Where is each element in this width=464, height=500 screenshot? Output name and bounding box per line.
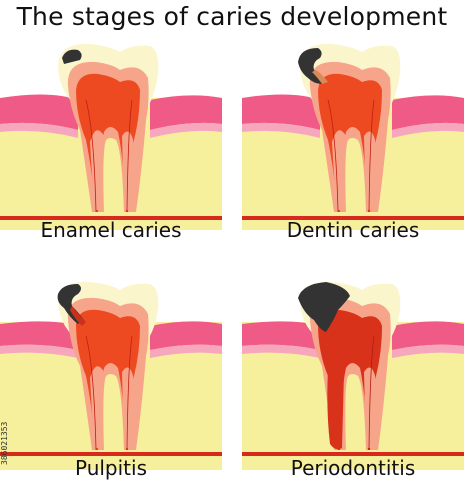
pulp <box>318 73 382 212</box>
inflamed-root <box>327 365 344 450</box>
caption-enamel-caries: Enamel caries <box>40 218 182 242</box>
diagram-title: The stages of caries development <box>16 2 448 31</box>
panel-dentin-caries: Dentin caries <box>242 40 464 260</box>
tooth-illustration <box>0 281 222 470</box>
panel-pulpitis: Pulpitis <box>0 280 222 500</box>
blood-vessel <box>0 216 222 220</box>
blood-vessel <box>0 452 222 456</box>
panel-enamel-caries: Enamel caries <box>0 40 222 260</box>
pulp <box>318 309 382 450</box>
blood-vessel <box>242 216 464 220</box>
tooth-illustration <box>242 43 464 230</box>
caption-periodontitis: Periodontitis <box>290 456 416 480</box>
gum-right <box>392 95 464 130</box>
decay-spot <box>298 282 350 332</box>
caption-dentin-caries: Dentin caries <box>286 218 420 242</box>
pulp <box>76 309 140 450</box>
panel-periodontitis: Periodontitis <box>242 280 464 500</box>
gum-left <box>242 94 320 130</box>
tooth-illustration <box>242 281 464 470</box>
gum-left <box>242 321 320 350</box>
tooth-illustration <box>0 43 222 230</box>
gum-left <box>0 94 78 130</box>
blood-vessel <box>242 452 464 456</box>
gum-right <box>150 95 222 130</box>
gum-right <box>150 321 222 350</box>
gum-right <box>392 321 464 350</box>
pulp <box>76 73 140 212</box>
caption-pulpitis: Pulpitis <box>74 456 147 480</box>
decay-spot <box>62 49 82 64</box>
gum-left <box>0 321 78 350</box>
side-code: 386021353 <box>0 421 9 465</box>
